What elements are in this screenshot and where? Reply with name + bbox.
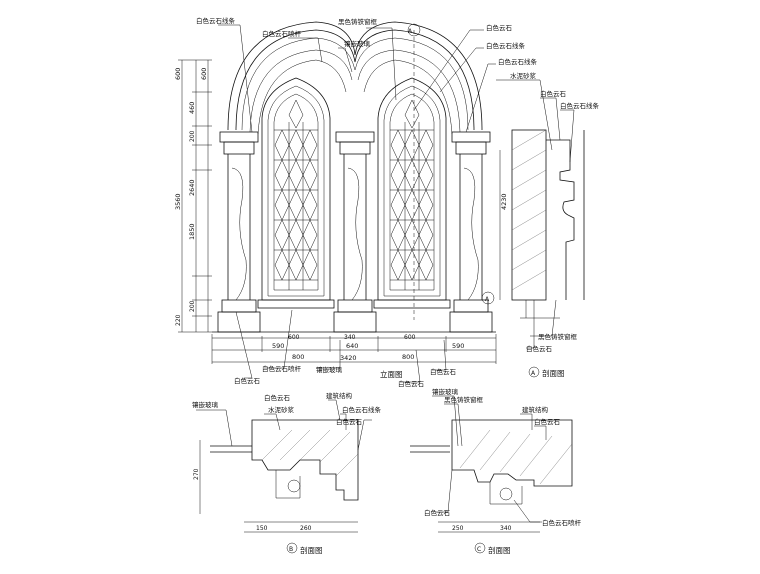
label-bottom-4: 白色云石	[398, 379, 425, 388]
sec-a-label-4: 黑色铸铁窗框	[538, 332, 578, 341]
sec-a-title: 剖面图	[542, 368, 565, 378]
section-mark-a-side: A	[485, 296, 490, 303]
section-mark-a-top: A	[408, 28, 413, 35]
sec-a-label-3: 白色云石线条	[560, 101, 600, 110]
dim-left-inner-5: 200	[189, 300, 196, 312]
dim-left-inner-4: 200	[189, 130, 196, 142]
label-top-3: 镶嵌玻璃	[344, 39, 371, 48]
section-b-text: 镶嵌玻璃 水泥砂浆 白色云石线条 建筑结构 白色云石 白色云石 150 260 …	[192, 391, 382, 555]
dim-bottom-340: 340	[344, 334, 356, 341]
dim-left-inner-3: 460	[188, 102, 196, 114]
label-top-5: 白色云石	[486, 23, 513, 32]
label-top-6: 白色云石线条	[486, 41, 526, 50]
sec-a-label-2: 白色云石	[540, 89, 567, 98]
label-top-4: 黑色铸铁窗框	[338, 17, 378, 26]
sec-c-dim-250: 250	[452, 525, 464, 532]
sec-a-label-5: 白色云石	[526, 344, 553, 353]
sec-c-dim-340: 340	[500, 525, 512, 532]
dim-bottom-600a: 600	[288, 334, 300, 341]
sec-b-label-2: 水泥砂浆	[268, 405, 295, 414]
dim-left-total: 3560	[174, 193, 182, 210]
section-c-drawing	[410, 395, 573, 554]
section-a-drawing	[496, 79, 585, 378]
label-bottom-3: 镶嵌玻璃	[316, 365, 343, 374]
sec-c-label-3: 建筑结构	[522, 405, 549, 414]
label-top-2: 白色云石喷杆	[262, 29, 302, 38]
label-bottom-5: 白色云石	[430, 367, 457, 376]
dim-left-inner-2: 600	[200, 68, 208, 80]
elevation-title: 立面图	[380, 369, 403, 379]
dim-bottom-800b: 800	[402, 353, 414, 361]
dim-bottom-total: 3420	[340, 354, 357, 362]
sec-b-label-1: 镶嵌玻璃	[192, 400, 219, 409]
sec-b-dim-270: 270	[193, 468, 200, 480]
sec-c-label-5: 白色云石	[424, 508, 451, 517]
section-b-drawing	[196, 399, 372, 554]
sec-a-dim: 4230	[500, 193, 508, 210]
sec-c-label-6: 白色云石喷杆	[542, 518, 582, 527]
dim-left-inner-6: 220	[175, 314, 182, 326]
sec-b-dim-260: 260	[300, 525, 312, 532]
sec-a-label-1: 水泥砂浆	[510, 71, 537, 80]
label-bottom-2: 白色云石	[234, 376, 261, 385]
sec-b-mark: B	[289, 546, 293, 553]
dim-bottom-600b: 600	[404, 334, 416, 341]
label-top-7: 白色云石线条	[498, 57, 538, 66]
sec-b-title: 剖面图	[300, 545, 323, 555]
label-top-1: 白色云石线条	[196, 16, 236, 25]
sec-b-label-6: 白色云石	[336, 417, 363, 426]
sec-c-mark: C	[477, 546, 481, 553]
elevation-drawing	[178, 21, 497, 383]
dim-left-mid-2: 1850	[188, 223, 196, 240]
sec-a-mark: A	[531, 370, 536, 377]
sec-c-label-2: 黑色铸铁窗框	[444, 395, 484, 404]
dim-bottom-640: 640	[346, 342, 358, 350]
dim-bottom-800a: 800	[292, 353, 304, 361]
sec-c-title: 剖面图	[488, 545, 511, 555]
left-window-lattice	[274, 99, 318, 290]
sec-b-label-4: 建筑结构	[326, 391, 353, 400]
sec-b-dim-150: 150	[256, 525, 268, 532]
dim-bottom-590a: 590	[272, 342, 284, 350]
section-a-text: 水泥砂浆 白色云石 白色云石线条 黑色铸铁窗框 白色云石 剖面图 A 4230	[500, 71, 600, 378]
sec-b-label-5: 白色云石	[264, 393, 291, 402]
dim-bottom-590b: 590	[452, 342, 464, 350]
elevation-text: 白色云石线条 白色云石喷杆 镶嵌玻璃 黑色铸铁窗框 白色云石 白色云石线条 白色…	[174, 16, 538, 388]
sec-c-label-1: 镶嵌玻璃	[432, 387, 459, 396]
label-bottom-1: 白色云石喷杆	[262, 364, 302, 373]
right-window-lattice	[390, 99, 434, 290]
dim-left-inner-1: 600	[174, 68, 182, 80]
dim-left-mid-1: 2640	[188, 179, 196, 196]
section-c-text: 镶嵌玻璃 黑色铸铁窗框 建筑结构 白色云石 白色云石 白色云石喷杆 250 34…	[424, 387, 582, 555]
sec-b-label-3: 白色云石线条	[342, 405, 382, 414]
sec-c-label-4: 白色云石	[534, 417, 561, 426]
